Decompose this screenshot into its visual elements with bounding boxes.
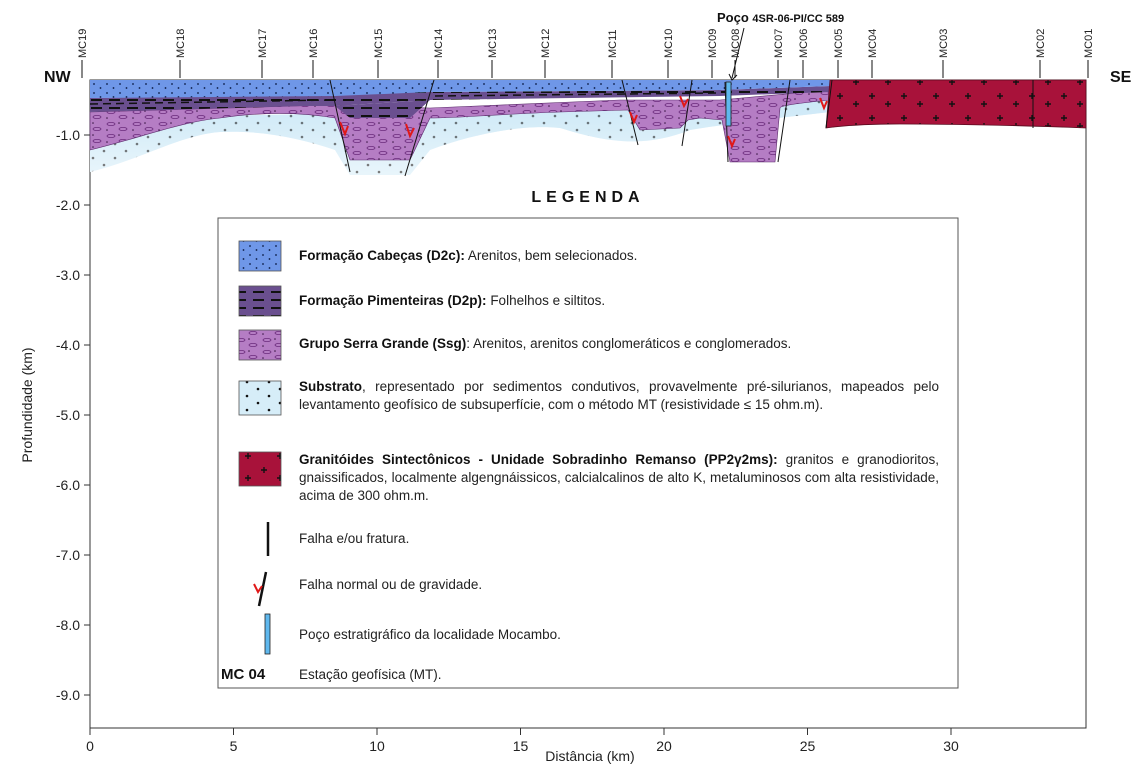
- direction-right: SE: [1110, 69, 1132, 86]
- legend-item-serra-grande: Grupo Serra Grande (Ssg): Arenitos, aren…: [299, 336, 792, 351]
- x-tick-label: 25: [800, 738, 816, 754]
- y-tick-label: -8.0: [56, 617, 80, 633]
- fault-lines: [329, 79, 1034, 177]
- station-label: MC10: [663, 29, 675, 58]
- x-tick-label: 5: [230, 738, 238, 754]
- y-tick-label: -1.0: [56, 127, 80, 143]
- legend-item-pimenteiras: Formação Pimenteiras (D2p): Folhelhos e …: [299, 293, 606, 308]
- legend-item-granito: Granitóides Sintectônicos - Unidade Sobr…: [299, 452, 939, 503]
- station-label: MC03: [938, 29, 950, 58]
- legend-swatch-serra-grande: [238, 329, 282, 361]
- legend-swatch-substrato: [238, 380, 282, 416]
- legend-symbol-normal-fault: [257, 571, 268, 607]
- station-label: MC16: [308, 29, 320, 58]
- station-label: MC01: [1083, 29, 1095, 58]
- y-tick-label: -5.0: [56, 407, 80, 423]
- station-label: MC05: [833, 29, 845, 58]
- y-tick-label: -2.0: [56, 197, 80, 213]
- station-label: MC17: [257, 29, 269, 58]
- station-markers: MC19 MC18 MC17 MC16 MC15 MC14 MC13 MC12 MC11 MC10…: [77, 29, 1095, 78]
- cabecas-layer: [90, 80, 830, 98]
- station-label: MC11: [607, 29, 619, 58]
- y-axis-ticks: -1.0 -2.0 -3.0 -4.0 -5.0 -6.0 -7.0 -8.0 -9.0: [56, 127, 90, 703]
- fault-arrows: [339, 95, 828, 149]
- direction-left: NW: [44, 69, 72, 86]
- y-tick-label: -9.0: [56, 687, 80, 703]
- y-tick-label: -4.0: [56, 337, 80, 353]
- well-pointer: [731, 27, 745, 79]
- pimenteiras-layer: [90, 86, 830, 112]
- legend-swatch-pimenteiras: [238, 285, 282, 317]
- legend-item-cabecas: Formação Cabeças (D2c): Arenitos, bem se…: [299, 248, 638, 263]
- y-tick-label: -6.0: [56, 477, 80, 493]
- granito-layer: [825, 79, 1087, 129]
- legend-symbol-well: [264, 613, 271, 655]
- x-tick-label: 20: [656, 738, 672, 754]
- legend-item-substrato: Substrato, representado por sedimentos c…: [299, 379, 939, 412]
- station-label: MC09: [707, 29, 719, 58]
- station-label: MC18: [175, 29, 187, 58]
- y-tick-label: -3.0: [56, 267, 80, 283]
- y-tick-label: -7.0: [56, 547, 80, 563]
- well-label: Poço 4SR-06-PI/CC 589: [717, 10, 844, 25]
- legend-swatch-granito: [238, 451, 282, 487]
- legend-item-fault: Falha e/ou fratura.: [299, 531, 410, 546]
- station-label: MC04: [867, 29, 879, 58]
- legend-item-normal-fault: Falha normal ou de gravidade.: [299, 577, 483, 592]
- station-label: MC02: [1035, 29, 1047, 58]
- legend-symbol-station: MC 04: [221, 666, 266, 683]
- x-axis-ticks: 0 5 10 15 20 25 30: [86, 728, 959, 754]
- x-tick-label: 10: [369, 738, 385, 754]
- station-label: MC14: [433, 29, 445, 58]
- legend-item-well: Poço estratigráfico da localidade Mocamb…: [299, 627, 561, 642]
- x-tick-label: 15: [513, 738, 529, 754]
- station-label: MC08: [730, 29, 742, 58]
- station-label: MC19: [77, 29, 89, 58]
- station-label: MC13: [487, 29, 499, 58]
- legend-title: LEGENDA: [531, 189, 644, 206]
- legend-swatch-cabecas: [238, 240, 282, 272]
- station-label: MC15: [373, 29, 385, 58]
- station-label: MC06: [798, 29, 810, 58]
- well-symbol: [725, 81, 732, 127]
- station-label: MC07: [773, 29, 785, 58]
- station-label: MC12: [540, 29, 552, 58]
- x-tick-label: 30: [943, 738, 959, 754]
- legend-item-station: Estação geofísica (MT).: [299, 667, 442, 682]
- y-axis-label: Profundidade (km): [19, 347, 35, 462]
- x-axis-label: Distância (km): [545, 748, 634, 764]
- legend-box: [217, 217, 959, 689]
- x-tick-label: 0: [86, 738, 94, 754]
- serra-grande-layer: [89, 89, 831, 163]
